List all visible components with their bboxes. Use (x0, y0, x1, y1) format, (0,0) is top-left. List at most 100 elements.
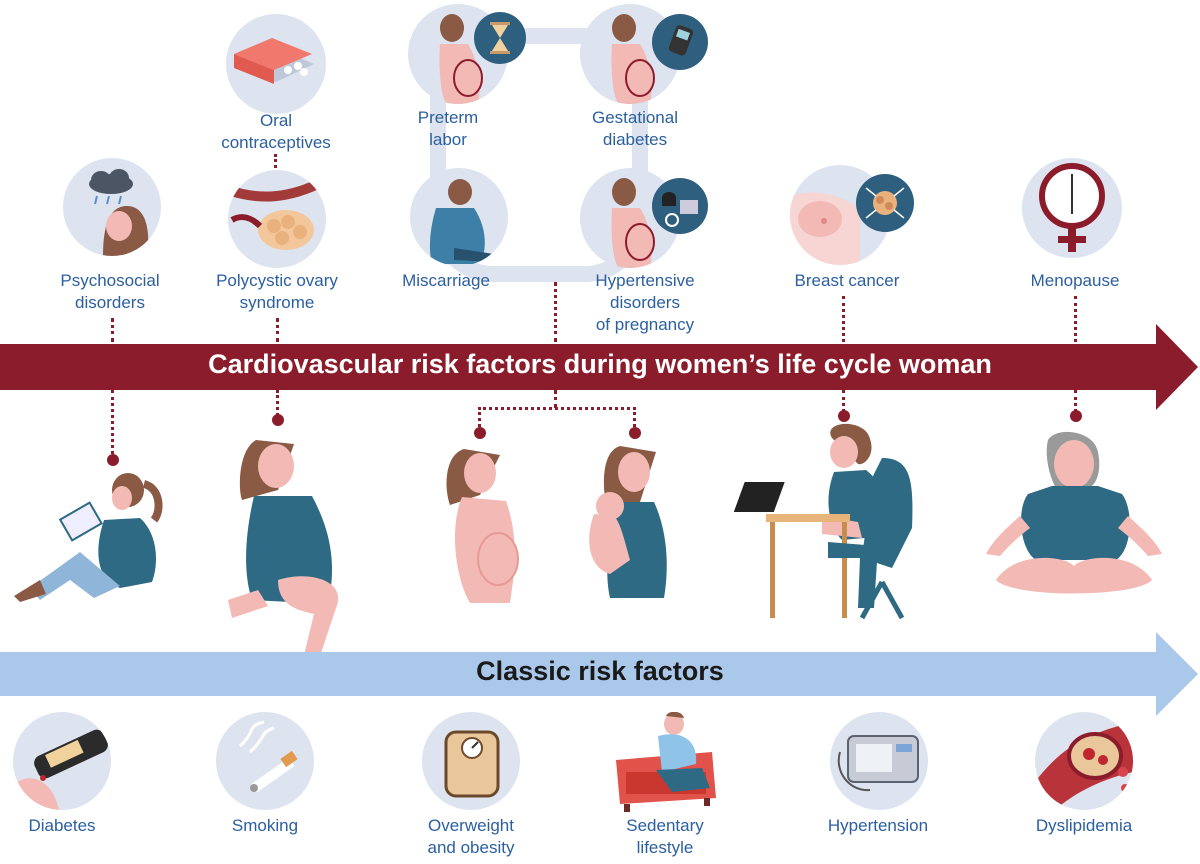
label-line: Smoking (231, 816, 299, 835)
label-line: Breast cancer (794, 271, 900, 290)
pin-menopause (1070, 410, 1082, 422)
label-line: Polycystic ovary (216, 271, 338, 290)
connector-breast-bottom (842, 390, 845, 412)
label-line: diabetes (602, 130, 668, 149)
label-line: Sedentary (626, 816, 704, 835)
sad-woman-icon (429, 179, 494, 264)
pin-pregnant (474, 427, 486, 439)
label-line: Menopause (1030, 271, 1120, 290)
connector-mother-right (633, 407, 636, 427)
pregnant-woman-icon (611, 14, 655, 104)
label-line: Gestational (592, 108, 678, 127)
connector-pregnancy-branch (478, 407, 636, 410)
mother-baby-figure (589, 446, 667, 598)
hypertension-icon-circle (830, 712, 928, 810)
connector-pregnant-left (478, 407, 481, 427)
preterm-label: Preterm labor (388, 107, 508, 151)
pregnant-woman-figure (446, 449, 519, 603)
working-woman-figure (733, 423, 913, 620)
sedentary-label: Sedentary lifestyle (600, 815, 730, 859)
label-line: Overweight (428, 816, 514, 835)
smoking-label: Smoking (205, 815, 325, 837)
label-line: lifestyle (636, 838, 694, 857)
label-line: Hypertensive (595, 271, 695, 290)
smoking-icon-circle (216, 712, 314, 810)
label-line: Preterm (417, 108, 479, 127)
sitting-woman-figure (228, 440, 339, 680)
ovary-icon (228, 175, 326, 250)
hourglass-icon-circle (474, 12, 526, 64)
connector-breast-top (842, 296, 845, 342)
label-line: disorders (75, 293, 145, 312)
oral-contraceptives-label: Oral contraceptives (196, 110, 356, 154)
pcos-icon-circle (228, 170, 326, 268)
menopause-label: Menopause (1005, 270, 1145, 292)
miscarriage-icon-circle (410, 168, 508, 266)
label-line: of pregnancy (595, 315, 695, 334)
diabetes-label: Diabetes (0, 815, 124, 837)
connector-pregnancy-top (554, 282, 557, 342)
pin-breast (838, 410, 850, 422)
diabetes-icon-circle (13, 712, 111, 810)
label-line: Psychosocial (60, 271, 160, 290)
meditating-woman-figure (986, 431, 1162, 594)
glucose-meter-icon-circle (652, 14, 708, 70)
classic-risk-arrow (0, 632, 1198, 716)
label-line: Oral (259, 111, 293, 130)
overweight-icon-circle (422, 712, 520, 810)
connector-psychosocial-bottom (111, 390, 114, 454)
artery-icon (1035, 722, 1133, 810)
dyslipidemia-icon-circle (1035, 712, 1133, 810)
sedentary-icon-circle (616, 712, 716, 812)
tumor-cells-icon (865, 187, 905, 219)
connector-pcos-bottom (276, 390, 279, 416)
connector-pcos-top (276, 318, 279, 342)
pregnant-woman-icon (439, 14, 483, 104)
glucometer-icon (13, 729, 108, 810)
pin-psychosocial (107, 454, 119, 466)
psychosocial-label: Psychosocial disorders (30, 270, 190, 314)
miscarriage-label: Miscarriage (386, 270, 506, 292)
main-timeline-arrow (0, 324, 1198, 410)
overweight-label: Overweight and obesity (406, 815, 536, 859)
pin-pcos (272, 414, 284, 426)
pcos-label: Polycystic ovary syndrome (197, 270, 357, 314)
label-line: and obesity (427, 838, 515, 857)
connector-pregnancy-bottom (554, 390, 557, 408)
bp-monitor-icon (837, 735, 919, 792)
cloud-rain-icon (89, 169, 149, 256)
label-line: Miscarriage (402, 271, 490, 290)
label-line: disorders (610, 293, 680, 312)
hypertension-label: Hypertension (810, 815, 946, 837)
armchair-icon (616, 712, 716, 812)
connector-menopause-bottom (1074, 390, 1077, 412)
cigarette-icon (238, 720, 298, 793)
label-line: Hypertension (827, 816, 929, 835)
hypertensive-label: Hypertensive disorders of pregnancy (570, 270, 720, 336)
connector-psychosocial-top (111, 318, 114, 342)
label-line: contraceptives (221, 133, 331, 152)
oral-contraceptives-icon-circle (226, 14, 326, 114)
psychosocial-icon-circle (63, 158, 161, 256)
label-line: labor (429, 130, 467, 149)
label-line: syndrome (239, 293, 315, 312)
connector-oral-pcos (274, 154, 277, 168)
pregnant-woman-icon (611, 178, 655, 268)
teen-reading-figure (14, 473, 163, 602)
pin-mother (629, 427, 641, 439)
breast-icon (790, 192, 860, 265)
menopause-icon-circle (1022, 158, 1122, 258)
breast-cancer-label: Breast cancer (777, 270, 917, 292)
label-line: Diabetes (28, 816, 96, 835)
gestational-label: Gestational diabetes (575, 107, 695, 151)
blood-pressure-icon (662, 192, 698, 227)
scale-icon (444, 730, 500, 798)
pill-pack-icon (234, 38, 314, 84)
blood-pressure-icon-circle (652, 178, 708, 234)
tumor-icon-circle (856, 174, 914, 232)
glucose-meter-icon (668, 25, 694, 56)
connector-menopause-top (1074, 296, 1077, 342)
label-line: Dyslipidemia (1035, 816, 1133, 835)
main-arrow-title: Cardiovascular risk factors during women… (208, 349, 992, 379)
